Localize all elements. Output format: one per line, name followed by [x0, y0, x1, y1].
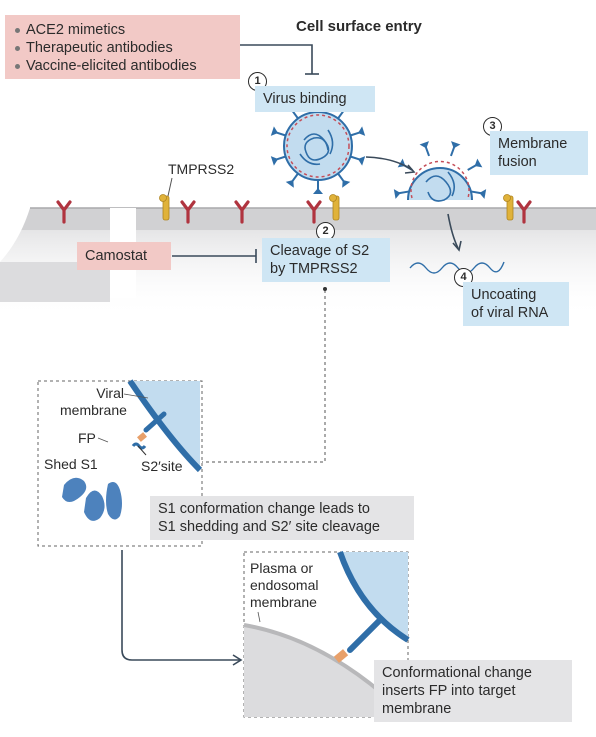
camostat-box: Camostat [77, 242, 171, 270]
viral-membrane-label-2: membrane [60, 402, 127, 418]
step-cleavage-s2: Cleavage of S2 by TMPRSS2 [262, 238, 390, 282]
label-line: membrane [250, 594, 317, 610]
viral-membrane-label: Viral [82, 385, 124, 402]
s2-site-label: S2′site [141, 458, 183, 474]
inhibitor-item: ACE2 mimetics [13, 21, 232, 39]
caption-line: Conformational change [382, 665, 532, 681]
fp-insert-caption: Conformational change inserts FP into ta… [374, 660, 572, 722]
process-arrows [121, 156, 462, 666]
step-virus-binding: Virus binding [255, 86, 375, 112]
tmprss2-label: TMPRSS2 [168, 161, 235, 177]
inhibitor-list-box: ACE2 mimetics Therapeutic antibodies Vac… [5, 15, 240, 79]
target-membrane-label: Plasma or endosomal membrane [250, 560, 319, 611]
label-line: endosomal [250, 577, 319, 593]
shed-s1-label: Shed S1 [44, 456, 98, 472]
step-uncoating-rna: Uncoating of viral RNA [463, 282, 569, 326]
step-membrane-fusion: Membrane fusion [490, 131, 588, 175]
s1-change-caption: S1 conformation change leads to S1 shedd… [150, 496, 414, 540]
step-label-line: Uncoating [471, 287, 537, 303]
caption-line: S1 shedding and S2′ site cleavage [158, 519, 380, 535]
inhibitor-list: ACE2 mimetics Therapeutic antibodies Vac… [13, 21, 232, 75]
step-label-line: by TMPRSS2 [270, 261, 358, 277]
label-line: Plasma or [250, 560, 314, 576]
label-line: Viral [96, 385, 124, 401]
inhibitor-item: Therapeutic antibodies [13, 39, 232, 57]
step-label-line: Cleavage of S2 [270, 243, 370, 259]
viral-rna [409, 261, 505, 274]
caption-line: inserts FP into target [382, 683, 516, 699]
inhibitor-item: Vaccine-elicited antibodies [13, 57, 232, 75]
virus-particle-fusing [392, 140, 488, 202]
fp-label: FP [78, 430, 96, 446]
step-label-line: fusion [498, 154, 537, 170]
virus-particle-binding [269, 97, 367, 195]
caption-line: membrane [382, 701, 452, 717]
caption-line: S1 conformation change leads to [158, 501, 370, 517]
step-label-line: Membrane [498, 136, 568, 152]
inhibition-lines [172, 44, 319, 263]
step-label-line: of viral RNA [471, 305, 549, 321]
diagram-title: Cell surface entry [296, 18, 422, 35]
